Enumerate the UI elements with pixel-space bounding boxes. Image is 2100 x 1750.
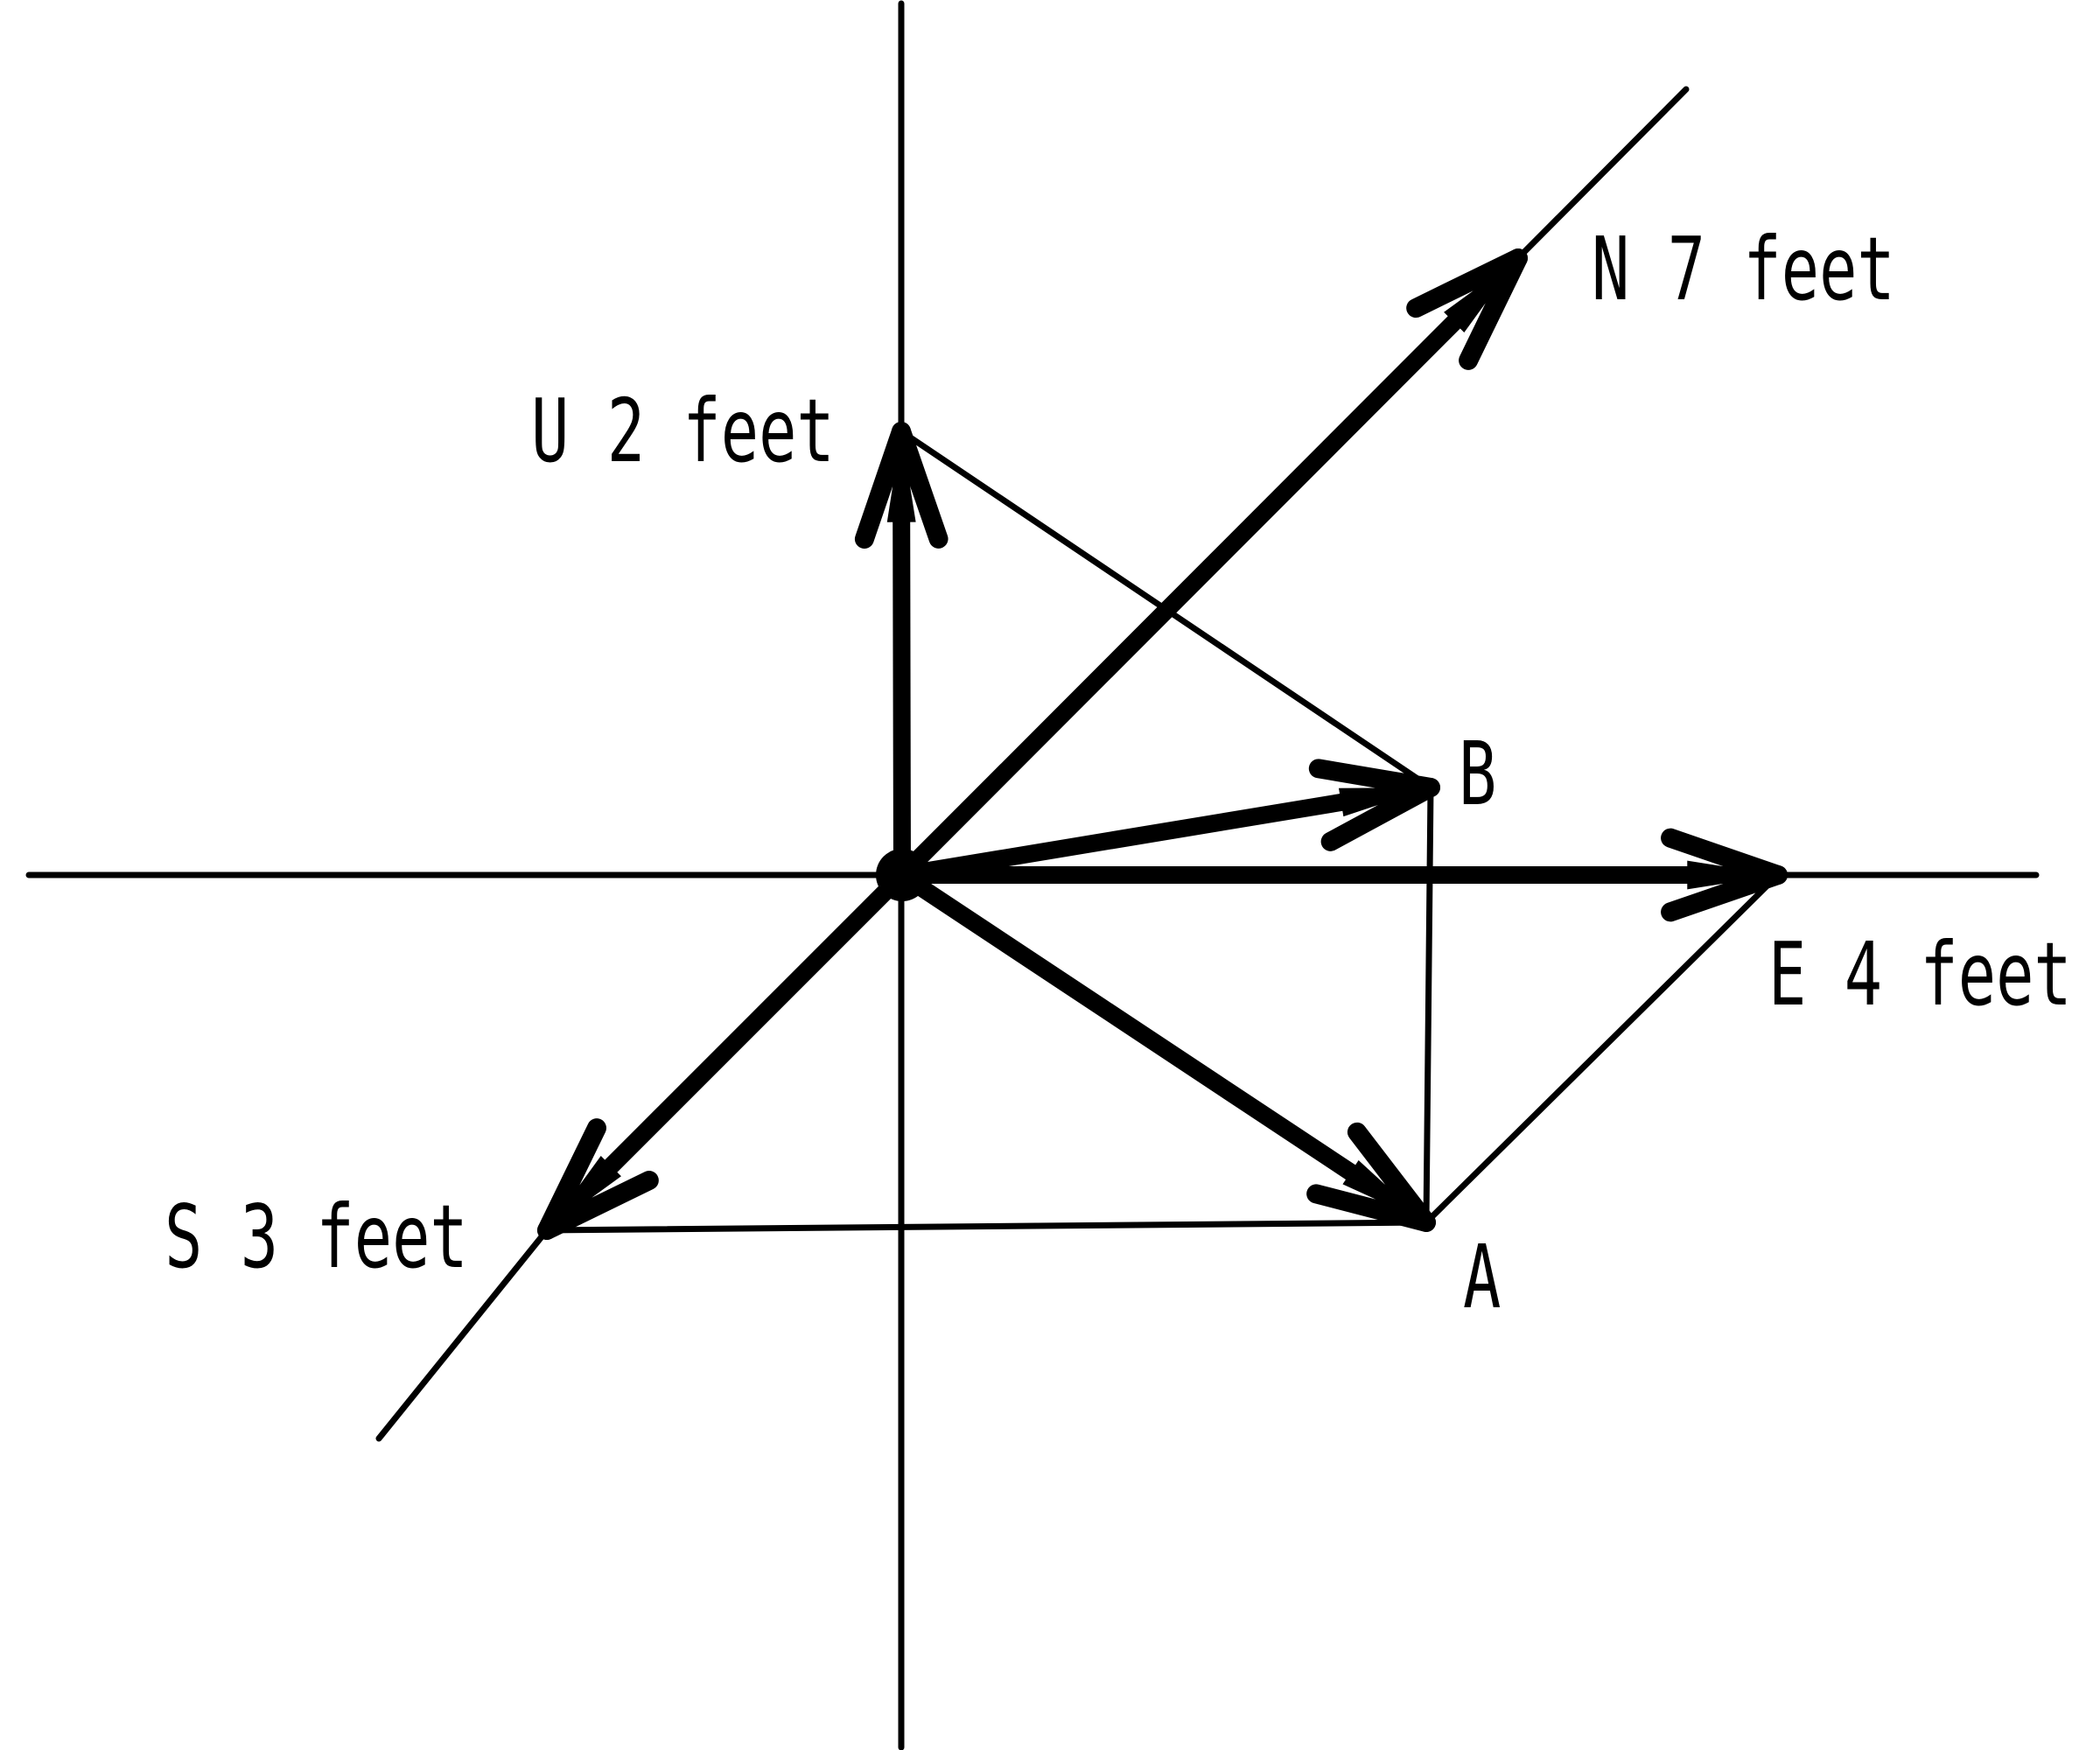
vector-to-a-arrowhead-barb [1347, 1122, 1436, 1232]
vector-up-arrowhead-barb [854, 422, 911, 550]
vector-to-a-shaft [893, 866, 1435, 1231]
vector-south-arrowhead-barb [537, 1118, 606, 1240]
label-s-3-feet: S 3 feet [164, 1186, 468, 1288]
vector-east-arrowhead-wedge [1687, 860, 1778, 890]
vector-to-b-arrowhead-wedge [1339, 788, 1431, 817]
vector-up-arrowhead-wedge [886, 431, 916, 522]
vector-to-b-arrowhead-barb [1320, 778, 1440, 851]
vector-north-arrowhead-wedge [1444, 258, 1518, 332]
label-point-a: A [1463, 1226, 1502, 1328]
vector-to-a-arrowhead-wedge [1342, 1160, 1426, 1222]
label-u-2-feet: U 2 feet [531, 380, 835, 482]
vector-north-arrowhead-barb [1459, 248, 1528, 370]
label-n-7-feet: N 7 feet [1592, 218, 1895, 320]
origin-dot [876, 849, 928, 901]
b-to-a-line [1423, 784, 1434, 1226]
south-line-extension [375, 1227, 550, 1442]
label-point-b: B [1459, 723, 1497, 825]
s-tip-to-a-line [543, 1219, 1430, 1234]
vector-east-arrowhead-barb [1661, 865, 1788, 922]
label-e-4-feet: E 4 feet [1768, 923, 2072, 1026]
north-line-extension [1515, 86, 1690, 262]
vector-south-arrowhead-wedge [547, 1156, 621, 1230]
vector-east-arrowhead-barb [1661, 828, 1788, 885]
vector-to-a-arrowhead-barb [1306, 1184, 1436, 1232]
a-to-e-tip-line [1423, 872, 1782, 1226]
vector-north-shaft [893, 249, 1527, 884]
vector-north-arrowhead-barb [1406, 248, 1528, 318]
vector-up-arrowhead-barb [892, 422, 948, 549]
vector-to-b-arrowhead-barb [1308, 759, 1440, 797]
vector-south-arrowhead-barb [537, 1171, 659, 1240]
